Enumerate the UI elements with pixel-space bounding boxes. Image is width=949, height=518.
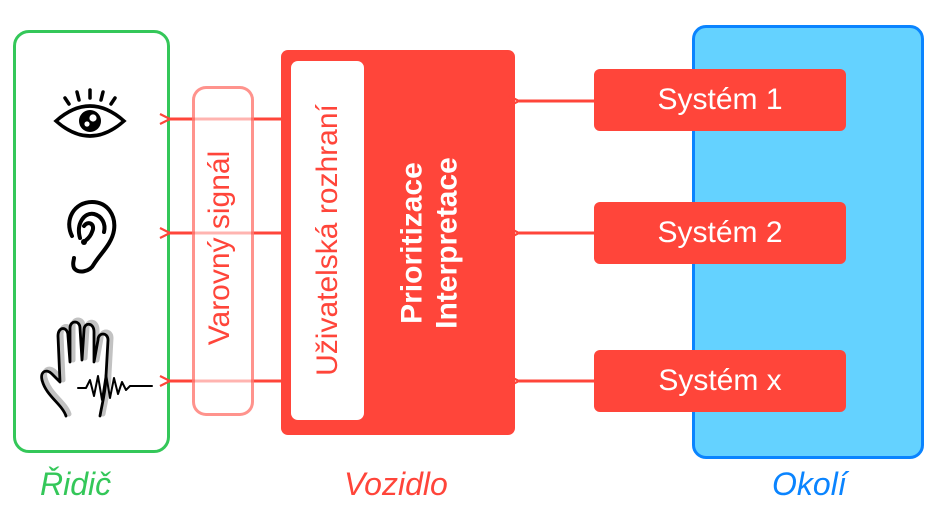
processing-label: Prioritizace Interpretace [396, 157, 465, 329]
environment-caption: Okolí [772, 466, 847, 502]
hand-vibration-icon [40, 317, 153, 418]
warning-signal-box [192, 86, 254, 416]
ear-icon [67, 199, 117, 274]
user-interface-box [291, 61, 364, 420]
system-2-box: Systém 2 [594, 202, 846, 264]
eye-icon [53, 88, 127, 138]
processing-line-prioritization: Prioritizace [395, 162, 429, 324]
driver-box [13, 30, 170, 453]
warning-signal-label: Varovný signál [203, 150, 236, 346]
system-2-label: Systém 2 [657, 216, 783, 249]
driver-caption: Řidič [40, 466, 112, 502]
vehicle-caption: Vozidlo [344, 466, 448, 502]
system-1-label: Systém 1 [657, 83, 783, 116]
system-x-box: Systém x [594, 350, 846, 412]
system-1-box: Systém 1 [594, 69, 846, 131]
system-x-label: Systém x [658, 364, 782, 397]
user-interface-label: Uživatelská rozhraní [311, 104, 344, 376]
processing-line-interpretation: Interpretace [430, 157, 463, 329]
